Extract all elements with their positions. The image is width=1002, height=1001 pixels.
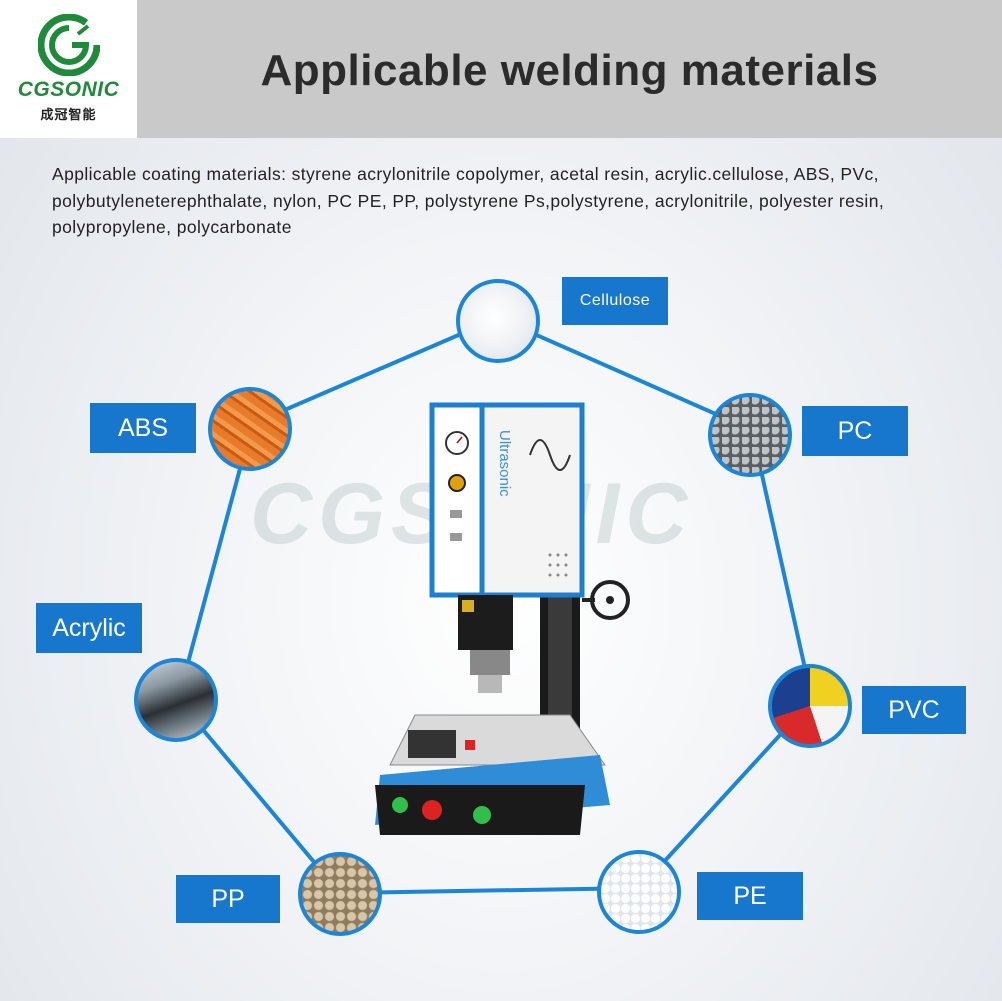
materials-description: Applicable coating materials: styrene ac… bbox=[52, 164, 885, 237]
ultrasonic-welder-illustration: Ultrasonic bbox=[375, 402, 630, 835]
pp-label: PP bbox=[176, 875, 280, 923]
header-bar: Applicable welding materials bbox=[137, 0, 1002, 138]
pc-label: PC bbox=[802, 406, 908, 456]
abs-label: ABS bbox=[90, 403, 196, 453]
cellulose-label-text: Cellulose bbox=[579, 292, 651, 309]
pc-label-text: PC bbox=[837, 416, 873, 445]
pvc-material-image bbox=[768, 664, 852, 748]
pe-label: PE bbox=[697, 872, 803, 920]
pe-material-image bbox=[597, 850, 681, 934]
pvc-label: PVC bbox=[862, 686, 966, 734]
abs-label-text: ABS bbox=[117, 413, 169, 442]
logo: CGSONIC 成冠智能 bbox=[0, 0, 137, 138]
acrylic-label: Acrylic bbox=[36, 603, 142, 653]
acrylic-label-text: Acrylic bbox=[52, 613, 126, 642]
pc-material-image bbox=[708, 393, 792, 477]
cellulose-label: Cellulose bbox=[562, 277, 668, 325]
page-title: Applicable welding materials bbox=[260, 46, 879, 95]
pp-material-image bbox=[298, 852, 382, 936]
pvc-label-text: PVC bbox=[888, 695, 940, 724]
pe-label-text: PE bbox=[733, 881, 767, 910]
logo-mark-icon bbox=[38, 14, 100, 76]
machine-brand-text: Ultrasonic bbox=[496, 430, 513, 497]
cellulose-material-image bbox=[456, 279, 540, 363]
acrylic-material-image bbox=[134, 658, 218, 742]
abs-material-image bbox=[208, 387, 292, 471]
logo-chinese-text: 成冠智能 bbox=[40, 107, 97, 122]
pp-label-text: PP bbox=[211, 884, 245, 913]
logo-text: CGSONIC bbox=[17, 78, 120, 101]
